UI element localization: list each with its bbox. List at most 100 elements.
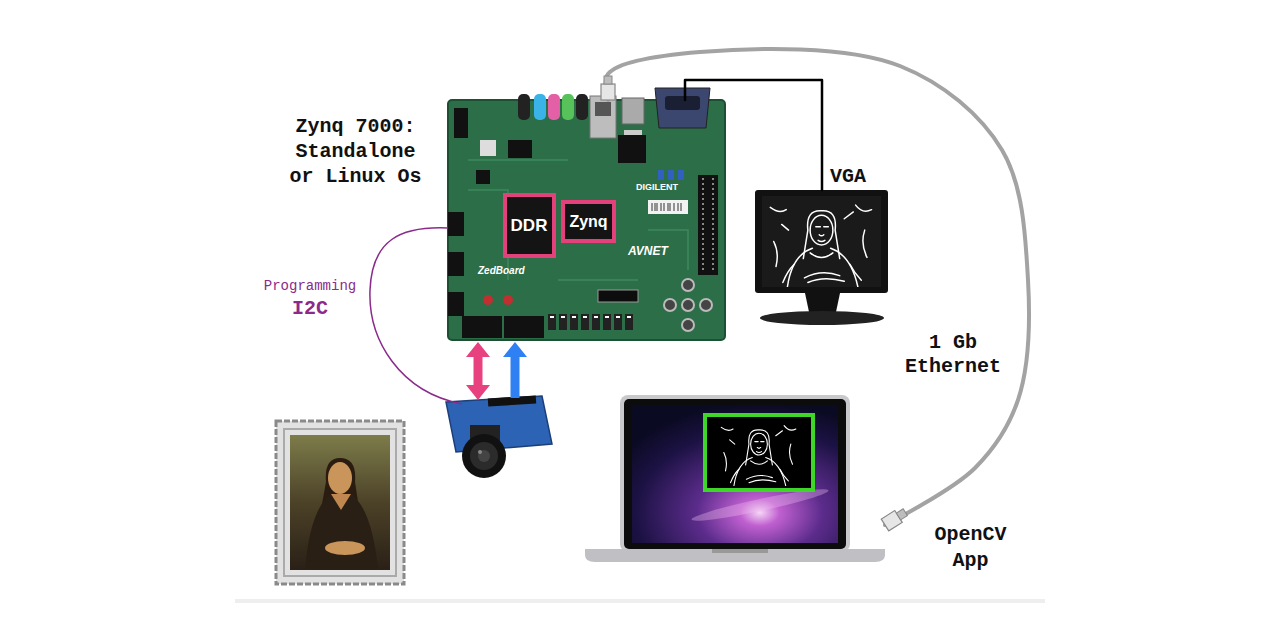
zedboard-pcb: [655, 88, 710, 128]
zedboard-pcb: [664, 279, 712, 331]
zedboard-pcb: [448, 100, 725, 340]
cable-plug: [896, 509, 907, 520]
mona-lisa-painting: [325, 541, 365, 555]
cable-plug: [601, 84, 615, 100]
board-logo: AVNET: [628, 244, 678, 258]
chip-label: DDR: [511, 216, 548, 236]
camera-data-arrows: [511, 354, 520, 398]
zedboard-pcb: [548, 94, 560, 120]
zedboard-pcb: [590, 96, 616, 138]
zedboard-pcb: [618, 135, 646, 163]
zedboard-pcb: [448, 252, 464, 276]
laptop: OpenCV App: [585, 395, 885, 562]
ddr-chip: DDR: [503, 193, 556, 258]
cable-plug: [881, 511, 902, 531]
app-label: OpenCV App: [923, 522, 1018, 574]
board-logo: DIGILENT: [636, 182, 686, 193]
camera-module: [478, 450, 490, 462]
zedboard-pcb: [698, 175, 718, 275]
vga-monitor-picture: [755, 190, 888, 293]
zedboard-pcb: [503, 295, 513, 305]
mona-lisa-painting: [276, 421, 404, 584]
laptop-picture: [585, 549, 885, 562]
zedboard-pcb: [595, 102, 611, 116]
laptop-picture: [624, 399, 846, 549]
zedboard-pcb: [518, 94, 530, 120]
vga-cable: [685, 80, 822, 190]
zedboard-pcb: [664, 299, 676, 311]
zedboard-pcb: [576, 94, 588, 120]
zedboard-pcb: [483, 295, 493, 305]
bus-label: Programming: [258, 278, 362, 295]
zedboard-pcb: [462, 316, 502, 338]
zedboard-pcb: [534, 94, 546, 120]
camera-module: [470, 442, 498, 470]
zedboard-pcb: [712, 178, 714, 272]
zedboard-pcb: [625, 314, 633, 330]
vga-monitor-picture: [760, 311, 884, 325]
vga-monitor-picture: [755, 190, 888, 325]
camera-module: [446, 396, 552, 452]
zedboard-pcb: [682, 299, 694, 311]
zedboard-pcb: [562, 94, 574, 120]
bus-label: I2C: [270, 297, 350, 321]
cable-plug: [604, 76, 612, 84]
zedboard-pcb: [508, 140, 532, 158]
zedboard-pcb: [700, 299, 712, 311]
zedboard-board: DDRZynqZynq 7000: Standalone or Linux Os: [448, 100, 725, 340]
camera-module: [462, 434, 506, 478]
zedboard-pcb: [480, 140, 496, 156]
laptop-picture: [721, 426, 796, 486]
i2c-wire: [370, 228, 462, 404]
zedboard-pcb: [658, 170, 664, 180]
zedboard-pcb: [614, 314, 622, 330]
zedboard-pcb: [581, 314, 589, 330]
zedboard-pcb: [448, 88, 725, 340]
zedboard-pcb: [598, 290, 638, 302]
board-logo: ZedBoard: [478, 265, 538, 277]
laptop-picture: [712, 549, 768, 553]
zedboard-pcb: [682, 279, 694, 291]
zedboard-pcb: [570, 314, 578, 330]
laptop-picture: [705, 415, 813, 490]
zedboard-pcb: [622, 98, 644, 124]
mona-lisa-painting: [320, 458, 360, 515]
laptop-picture: [585, 395, 885, 562]
zedboard-pcb: [682, 319, 694, 331]
zedboard-pcb: [702, 178, 704, 272]
cable-plug: [601, 76, 615, 100]
monitor-label: VGA: [830, 164, 880, 189]
mona-lisa-painting: [305, 495, 378, 570]
laptop-picture: [690, 485, 829, 526]
vga-monitor-picture: [770, 205, 871, 287]
camera-module: [470, 425, 500, 450]
vga-monitor-picture: [805, 293, 840, 312]
chip-label: Zynq: [569, 212, 607, 231]
camera-data-arrows: [466, 342, 490, 357]
zynq-chip: Zynq: [561, 200, 616, 243]
mona-lisa-painting: [284, 429, 396, 576]
link-label: 1 Gb Ethernet: [898, 331, 1008, 379]
zedboard-pcb: [624, 130, 642, 140]
mona-lisa-painting: [331, 494, 351, 510]
vga-monitor-picture: [762, 196, 881, 287]
laptop-picture: [620, 395, 850, 552]
zedboard-pcb: [504, 316, 544, 338]
zedboard-pcb: [603, 314, 611, 330]
cable-plug: [881, 506, 909, 531]
zedboard-pcb: [678, 170, 684, 180]
camera-data-arrows: [474, 354, 483, 388]
camera-data-arrows: [466, 385, 490, 400]
camera-data-arrows: [503, 342, 527, 357]
zedboard-pcb: [476, 170, 490, 184]
board-heading: Zynq 7000: Standalone or Linux Os: [283, 114, 428, 189]
vga-monitor: VGA: [755, 190, 890, 325]
zedboard-pcb: [550, 316, 631, 318]
zedboard-pcb: [448, 292, 464, 316]
zedboard-pcb: [548, 314, 556, 330]
zedboard-pcb: [448, 212, 464, 236]
zedboard-pcb: [648, 200, 688, 214]
